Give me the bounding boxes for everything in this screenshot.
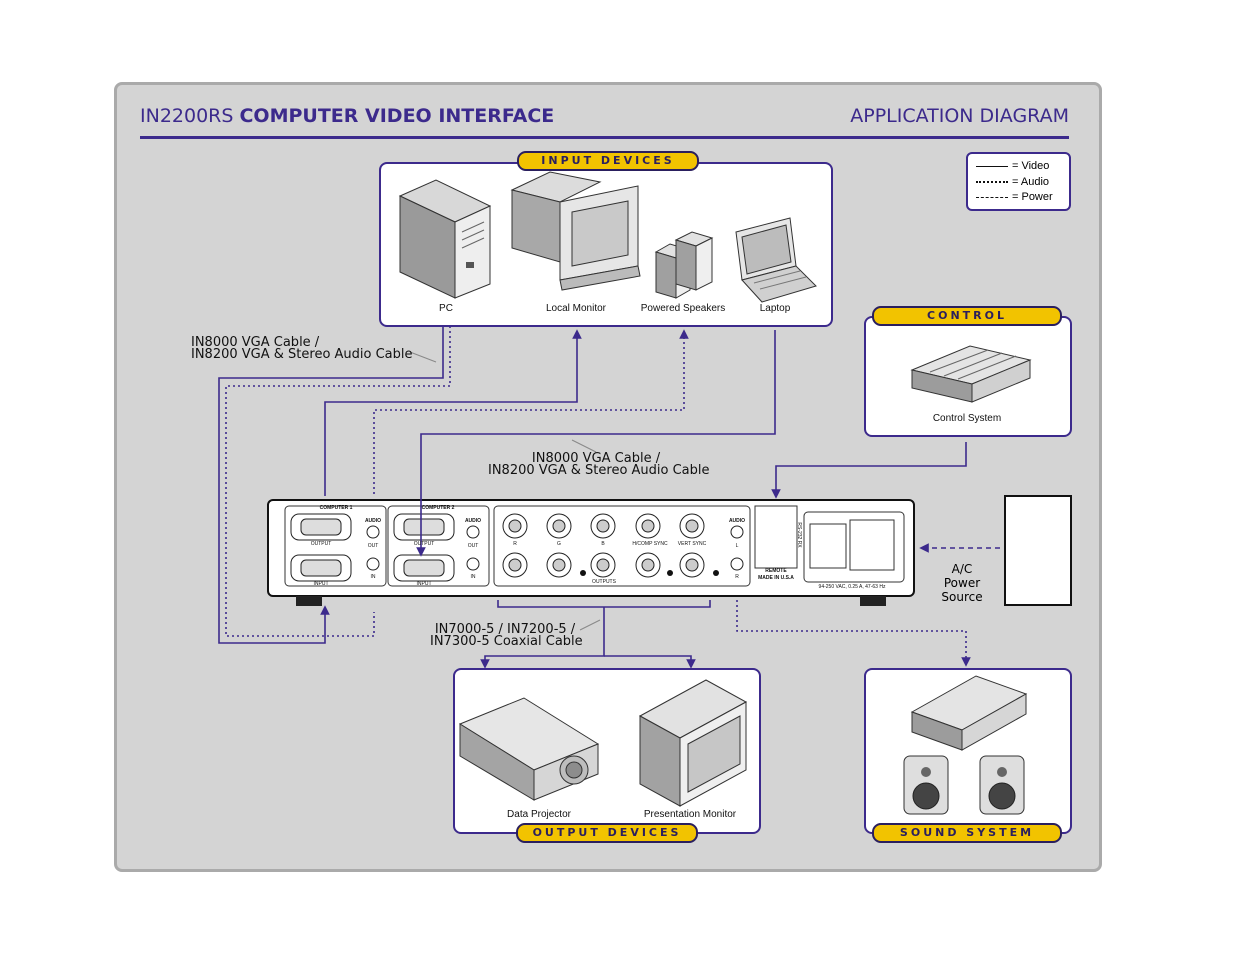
legend-video-label: = Video [1012, 160, 1050, 172]
bnc-connectors [502, 513, 744, 578]
hcomp-sync-label: H/COMP SYNC [632, 541, 668, 547]
c2-input-label: INPUT [416, 581, 432, 587]
leader-lines [409, 351, 601, 631]
power-outlet-panel [1004, 495, 1072, 606]
voltage-label: 94-250 VAC, 0.25 A, 47-63 Hz [818, 584, 886, 590]
sound-system-tag: SOUND SYSTEM [872, 823, 1062, 843]
c1-audio-label: AUDIO [364, 518, 382, 524]
diagram-title: APPLICATION DIAGRAM [850, 105, 1069, 127]
outputs-label: OUTPUTS [592, 579, 616, 585]
power-source-line2: Power [943, 576, 981, 590]
laptop-label: Laptop [759, 303, 791, 314]
b-label: B [601, 541, 605, 547]
legend-power-label: = Power [1012, 191, 1053, 203]
vga-cable-left-line2: IN8200 VGA & Stereo Audio Cable [191, 347, 413, 362]
powered-speakers-label: Powered Speakers [640, 303, 726, 314]
computer1-label: COMPUTER 1 [319, 505, 353, 511]
solid-line-icon [976, 165, 1008, 167]
vga-cable-label-center: IN8000 VGA Cable / IN8200 VGA & Stereo A… [488, 451, 710, 478]
computer2-label: COMPUTER 2 [421, 505, 455, 511]
audio-out-label: AUDIO [728, 518, 746, 524]
dashed-line-icon [976, 196, 1008, 198]
data-projector-label: Data Projector [507, 809, 571, 820]
pc-label: PC [439, 303, 453, 314]
line-legend: = Video = Audio = Power [966, 152, 1071, 211]
audio-l-label: L [735, 543, 739, 549]
legend-power: = Power [976, 190, 1053, 204]
in2200rs-rear-panel [267, 499, 915, 606]
r-label: R [513, 541, 517, 547]
audio-r-label: R [735, 574, 739, 580]
legend-video: = Video [976, 159, 1049, 173]
audio-amplifier-icon [910, 675, 1028, 751]
c2-in-label: IN [470, 574, 476, 580]
c1-output-label: OUTPUT [310, 541, 332, 547]
presentation-monitor-icon [638, 679, 748, 807]
g-label: G [557, 541, 561, 547]
power-source-line3: Source [941, 590, 983, 604]
c2-audio-label: AUDIO [464, 518, 482, 524]
loudspeaker-left-icon [903, 755, 949, 815]
laptop-icon [735, 217, 817, 303]
power-source-label: A/C Power Source [941, 562, 982, 604]
vga-cable-center-line1: IN8000 VGA Cable / [531, 451, 661, 466]
vert-sync-label: VERT SYNC [677, 541, 707, 547]
local-monitor-icon [510, 171, 641, 291]
dotted-line-icon [976, 181, 1008, 183]
pc-tower-icon [398, 179, 492, 299]
vga-connectors [290, 513, 480, 582]
page-title: IN2200RS COMPUTER VIDEO INTERFACE [140, 105, 554, 127]
power-source-line1: A/C [951, 562, 973, 576]
c1-input-label: INPUT [313, 581, 329, 587]
control-system-label: Control System [932, 413, 1002, 424]
coax-cable-line2: IN7300-5 Coaxial Cable [430, 634, 583, 649]
legend-audio: = Audio [976, 175, 1049, 189]
presentation-monitor-label: Presentation Monitor [643, 809, 737, 820]
model-number: IN2200RS [140, 105, 234, 127]
c1-out-label: OUT [367, 543, 379, 549]
signal-wires [218, 326, 1000, 669]
input-devices-tag: INPUT DEVICES [517, 151, 699, 171]
made-in-label: MADE IN U.S.A [758, 575, 794, 581]
vga-cable-center-line2: IN8200 VGA & Stereo Audio Cable [488, 463, 710, 478]
c1-in-label: IN [370, 574, 376, 580]
local-monitor-label: Local Monitor [545, 303, 607, 314]
remote-label: REMOTE [765, 568, 787, 574]
control-system-icon [910, 345, 1032, 403]
rs232-label: RS-232 RX [796, 522, 802, 548]
c2-out-label: OUT [467, 543, 479, 549]
coax-cable-line1: IN7000-5 / IN7200-5 / [434, 622, 576, 637]
loudspeaker-right-icon [979, 755, 1025, 815]
vga-cable-left-line1: IN8000 VGA Cable / [191, 335, 320, 350]
powered-speakers-icon [654, 231, 714, 299]
product-name: COMPUTER VIDEO INTERFACE [239, 105, 555, 127]
c2-output-label: OUTPUT [413, 541, 435, 547]
output-devices-tag: OUTPUT DEVICES [516, 823, 698, 843]
header-rule [140, 136, 1069, 139]
control-tag: CONTROL [872, 306, 1062, 326]
coax-cable-label: IN7000-5 / IN7200-5 / IN7300-5 Coaxial C… [430, 622, 583, 649]
legend-audio-label: = Audio [1012, 176, 1050, 188]
vga-cable-label-left: IN8000 VGA Cable / IN8200 VGA & Stereo A… [191, 335, 413, 362]
data-projector-icon [458, 697, 600, 801]
